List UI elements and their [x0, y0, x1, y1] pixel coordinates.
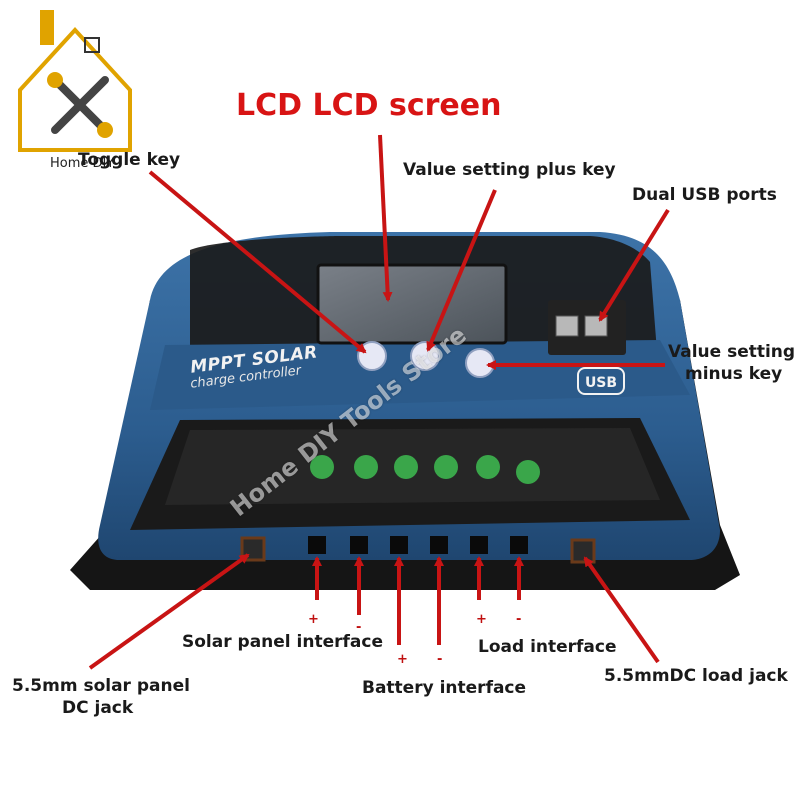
polarity-load-plus: +: [476, 612, 487, 627]
polarity-solar-minus: -: [356, 620, 362, 635]
arrow-plus: [426, 189, 497, 352]
label-usb-ports: Dual USB ports: [632, 185, 777, 205]
terminal-screw: [394, 455, 418, 479]
label-solar-interface: Solar panel interface: [182, 632, 383, 652]
label-battery-interface: Battery interface: [362, 678, 527, 698]
arrow-lcd: [378, 134, 393, 302]
terminal-screws: [310, 455, 540, 484]
arrow-toggle: [148, 170, 367, 354]
terminal-openings: [308, 536, 528, 554]
label-minus-key-2: minus key: [685, 364, 783, 384]
terminal-screw: [516, 460, 540, 484]
polarity-battery-minus: -: [437, 652, 443, 667]
polarity-battery-plus: +: [397, 652, 408, 667]
terminal-opening: [430, 536, 448, 554]
logo-text: Home DIY: [50, 156, 115, 171]
arrow-usb: [598, 208, 670, 322]
usb-port-1: [555, 315, 579, 337]
label-toggle-key: Toggle key: [78, 150, 181, 170]
polarity-load-minus: -: [516, 612, 522, 627]
toggle-key: [357, 341, 387, 371]
usb-badge: USB: [585, 375, 617, 391]
terminal-opening: [308, 536, 326, 554]
terminal-screw: [310, 455, 334, 479]
label-lcd: LCD LCD screen: [236, 88, 502, 123]
label-minus-key-1: Value setting: [668, 342, 796, 362]
arrow-solar-jack: [88, 553, 250, 670]
label-load-jack: 5.5mmDC load jack: [604, 666, 788, 686]
callout-arrows: [88, 134, 670, 670]
arrow-load-jack: [583, 556, 660, 664]
usb-port-2: [584, 315, 608, 337]
label-load-interface: Load interface: [478, 637, 617, 657]
terminal-opening: [350, 536, 368, 554]
label-plus-key: Value setting plus key: [403, 160, 616, 180]
terminal-screw: [434, 455, 458, 479]
terminal-opening: [470, 536, 488, 554]
label-solar-jack-1: 5.5mm solar panel: [12, 676, 190, 696]
terminal-opening: [390, 536, 408, 554]
lcd-screen: [316, 263, 508, 345]
front-panel: [150, 340, 690, 410]
label-solar-jack-2: DC jack: [62, 698, 134, 718]
terminal-screw: [354, 455, 378, 479]
polarity-solar-plus: +: [308, 612, 319, 627]
terminal-screw: [476, 455, 500, 479]
terminal-opening: [510, 536, 528, 554]
logo-house-icon: [18, 10, 132, 152]
load-dc-jack: [570, 538, 596, 564]
usb-badge-frame: [577, 367, 625, 395]
